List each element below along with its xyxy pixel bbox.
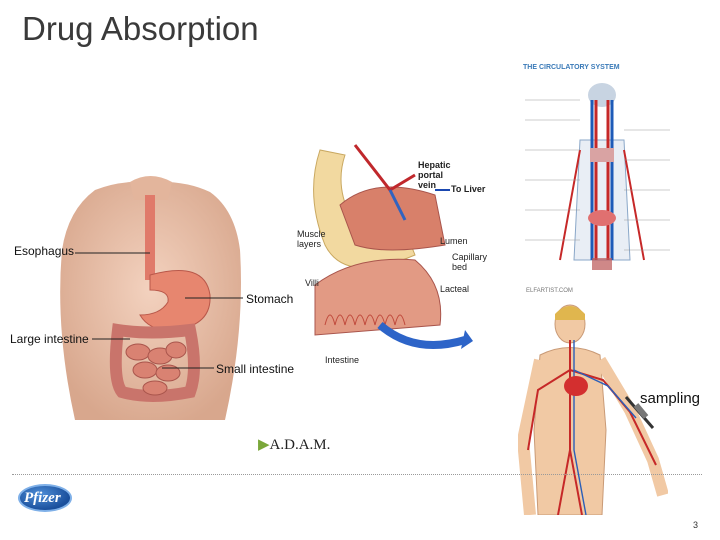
slide-title: Drug Absorption [22,10,259,47]
label-capillary-bed: Capillary bed [452,252,488,272]
circulatory-title: THE CIRCULATORY SYSTEM [523,64,620,71]
sampling-label: sampling [640,390,701,407]
label-to-liver: To Liver [451,184,486,194]
label-large-intestine: Large intestine [10,332,89,346]
page-number: 3 [692,520,698,530]
digestive-system-illustration [60,176,243,420]
label-lumen: Lumen [440,236,468,246]
pfizer-logo: Pfizer [18,484,72,512]
label-stomach: Stomach [246,292,294,306]
adam-logo: ▶A.D.A.M. [258,437,331,453]
label-villi: Villi [305,278,319,288]
footer-divider [12,474,702,475]
label-hepatic-portal-vein: Hepatic portal vein [418,160,451,190]
label-esophagus: Esophagus [14,244,75,258]
label-muscle-layers: Muscle layers [297,229,326,249]
label-small-intestine: Small intestine [216,362,295,376]
intestine-cross-section-illustration [313,144,473,349]
label-intestine: Intestine [325,355,360,365]
human-circulatory-figure [518,304,668,515]
label-lacteal: Lacteal [440,284,470,294]
circulatory-system-chart: THE CIRCULATORY SYSTEM ELFARTIST.COM [520,60,680,300]
circulatory-source: ELFARTIST.COM [526,288,573,294]
